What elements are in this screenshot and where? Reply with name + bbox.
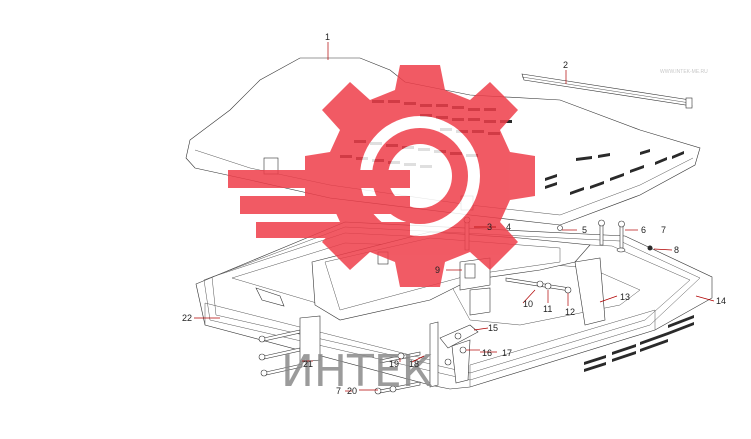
callout-9: 9 — [435, 265, 440, 275]
callout-20: 20 — [347, 386, 357, 396]
leader-lines — [194, 42, 715, 392]
callout-11: 11 — [543, 304, 552, 314]
callout-12: 12 — [565, 307, 575, 317]
callout-1: 1 — [325, 32, 330, 42]
seal-strip-part2 — [521, 73, 693, 109]
callout-8: 8 — [674, 245, 679, 255]
callout-16: 16 — [482, 348, 492, 358]
callout-21: 21 — [303, 359, 313, 369]
faint-site-label: WWW.INTEK-ME.RU — [660, 69, 708, 75]
callout-6: 6 — [641, 225, 646, 235]
callout-15: 15 — [488, 323, 498, 333]
callout-18: 18 — [409, 359, 419, 369]
fasteners — [258, 216, 653, 395]
callout-17: 17 — [502, 348, 512, 358]
hinge-assembly-left — [255, 287, 479, 384]
callout-22: 22 — [182, 313, 192, 323]
callout-5: 5 — [582, 225, 587, 235]
watermark-text: ИНТЕК — [281, 346, 433, 397]
callout-2: 2 — [563, 60, 568, 70]
side-vent-slots — [584, 315, 694, 372]
callout-3: 3 — [487, 222, 492, 232]
callout-10: 10 — [523, 299, 533, 309]
cover-side-slots — [545, 149, 684, 195]
callout-13: 13 — [620, 292, 630, 302]
callout-19: 19 — [389, 359, 399, 369]
callout-7a: 7 — [661, 225, 666, 235]
gear-logo-watermark — [228, 65, 535, 287]
callout-4: 4 — [506, 222, 511, 232]
callout-14: 14 — [716, 296, 726, 306]
callout-7b: 7 — [336, 386, 341, 396]
callout-labels: 1 2 3 4 5 6 7 8 9 10 11 12 13 14 15 16 1… — [182, 32, 726, 396]
